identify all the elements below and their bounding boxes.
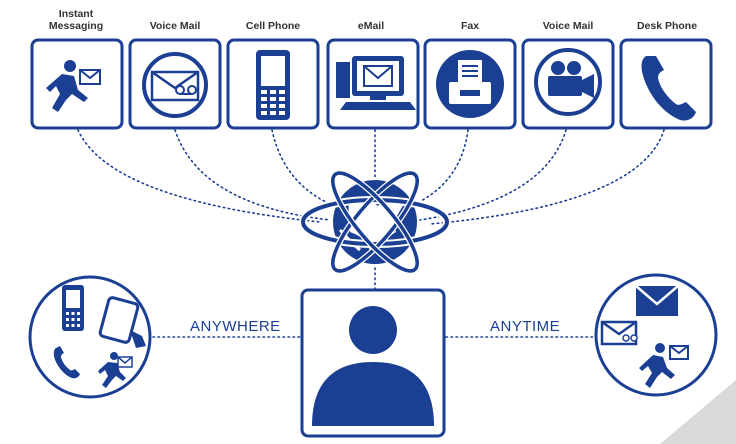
- label-desk-phone: Desk Phone: [636, 20, 698, 32]
- fax-machine-icon: [436, 50, 504, 118]
- anytime-label: ANYTIME: [490, 318, 561, 335]
- small-voicemail-icon: [600, 320, 638, 346]
- cell-phone-icon: [256, 50, 290, 120]
- channel-box-im: [30, 38, 124, 130]
- small-cell-phone-icon: [62, 285, 84, 331]
- label-email: eMail: [357, 20, 385, 32]
- phone-handset-icon: [641, 56, 696, 121]
- label-fax: Fax: [460, 20, 480, 32]
- email-envelope-icon: [635, 285, 679, 316]
- label-voice-mail: Voice Mail: [149, 20, 201, 32]
- running-man-envelope-icon: [46, 60, 101, 112]
- small-running-man-envelope-icon: [639, 343, 689, 388]
- small-running-man-icon: [98, 352, 133, 388]
- label-instant-messaging: Instant Messaging: [48, 8, 104, 32]
- label-voice-mail-video: Voice Mail: [542, 20, 594, 32]
- messages-circle: [594, 273, 718, 397]
- computer-email-icon: [336, 56, 416, 110]
- video-camera-icon: [534, 48, 602, 116]
- person-icon: [312, 306, 434, 426]
- devices-circle: [28, 275, 152, 399]
- tablet-icon: [98, 296, 146, 348]
- voicemail-envelope-icon: [142, 52, 208, 118]
- label-cell-phone: Cell Phone: [245, 20, 301, 32]
- anywhere-label: ANYWHERE: [190, 318, 281, 335]
- small-phone-handset-icon: [53, 346, 80, 379]
- channel-box-desk: [619, 38, 713, 130]
- user-box: [300, 288, 446, 438]
- corner-accent: [660, 380, 736, 444]
- globe-orbit-icon: [299, 170, 451, 274]
